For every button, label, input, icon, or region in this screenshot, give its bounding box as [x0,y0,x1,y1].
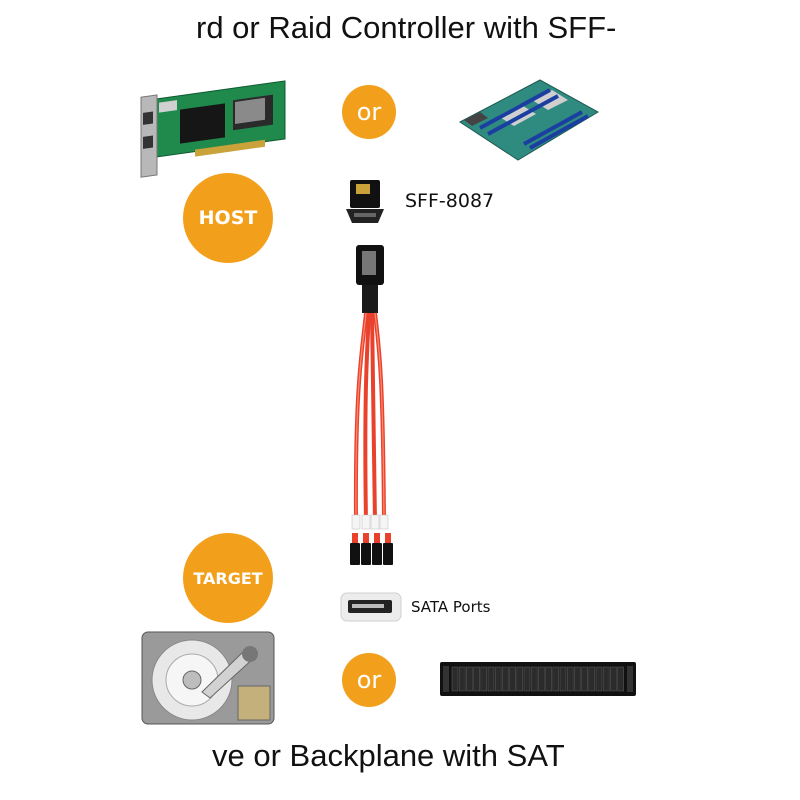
bottom-heading: ve or Backplane with SAT [0,738,800,780]
drive-bay [538,666,545,692]
target-badge: TARGET [183,533,273,623]
drive-bay [581,666,588,692]
backplane-image [440,662,636,696]
drive-bay [473,666,480,692]
or-text-top: or [356,98,382,126]
or-badge-top: or [342,85,396,139]
drive-bay [509,666,516,692]
drive-bay [574,666,581,692]
drive-bay [516,666,524,692]
or-badge-bottom: or [342,653,396,707]
drive-bay [451,666,459,692]
drive-bay [502,666,509,692]
motherboard-image [459,79,600,161]
drive-bay [552,666,560,692]
drive-bay [487,666,495,692]
drive-bay [588,666,596,692]
drive-bay [566,666,574,692]
drive-bay [480,666,488,692]
drive-bay [595,666,603,692]
top-heading: rd or Raid Controller with SFF- [0,10,800,50]
drive-bay [523,666,531,692]
connector-label: SFF-8087 [405,190,495,212]
hard-drive-image [141,631,275,725]
raid-card-image [140,80,286,178]
bottom-heading-text: ve or Backplane with SAT [212,738,565,773]
drive-bay [466,666,473,692]
fanout-cable-image [350,245,393,565]
drive-bay [610,666,617,692]
drive-bay [602,666,610,692]
sata-ports-label: SATA Ports [411,598,491,616]
sff8087-connector-icon [346,180,384,223]
drive-bay [494,666,502,692]
sata-port-icon [340,592,402,622]
drive-bay [530,666,538,692]
drive-bay [458,666,466,692]
drive-bay [559,666,567,692]
host-badge: HOST [183,173,273,263]
target-text: TARGET [193,568,263,588]
or-text-bottom: or [356,666,382,694]
drive-bay [545,666,552,692]
host-text: HOST [198,207,258,229]
top-heading-text: rd or Raid Controller with SFF- [196,10,617,45]
drive-bay [617,666,624,692]
